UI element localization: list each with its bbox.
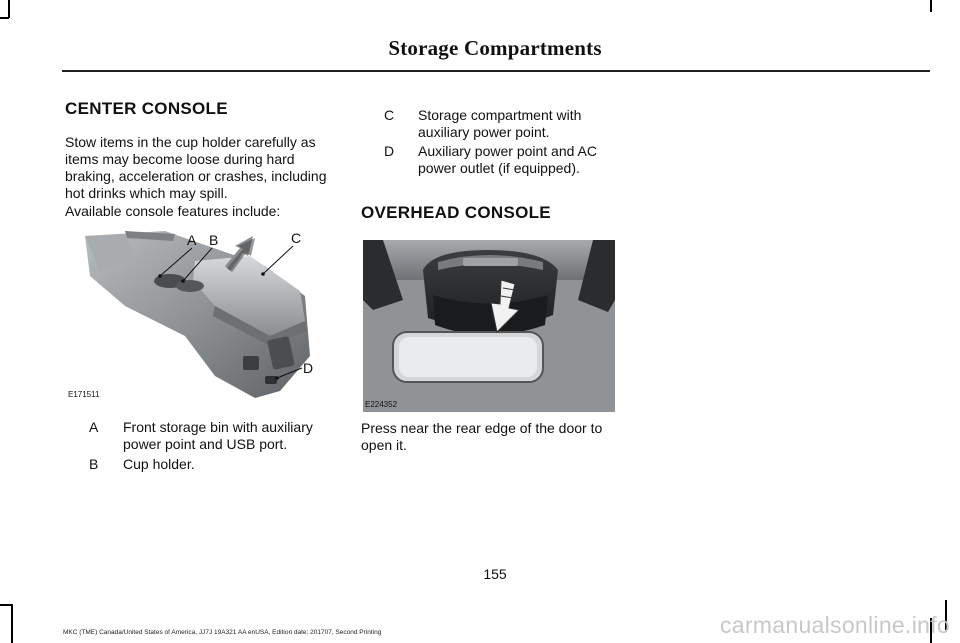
list-item: A Front storage bin with auxiliary power… bbox=[89, 419, 349, 453]
crop-mark bbox=[0, 17, 9, 19]
header-rule bbox=[62, 70, 930, 72]
overhead-console-illustration bbox=[363, 240, 615, 412]
crop-mark bbox=[945, 600, 947, 630]
page-number: 155 bbox=[483, 566, 507, 582]
item-text: Storage compartment with auxiliary power… bbox=[418, 107, 582, 140]
item-text: Front storage bin with auxiliary power p… bbox=[123, 419, 313, 452]
callout-b: B bbox=[209, 232, 218, 248]
item-key: B bbox=[89, 456, 99, 472]
crop-mark bbox=[11, 604, 13, 643]
callout-a: A bbox=[187, 232, 197, 248]
item-key: A bbox=[89, 419, 99, 435]
list-item: B Cup holder. bbox=[89, 456, 349, 473]
center-console-illustration: A B C D bbox=[65, 226, 330, 404]
overhead-console-paragraph: Press near the rear edge of the door to … bbox=[361, 420, 603, 453]
item-text: Auxiliary power point and AC power outle… bbox=[418, 143, 597, 176]
list-item: C Storage compartment with auxiliary pow… bbox=[384, 107, 644, 141]
crop-mark bbox=[930, 618, 932, 643]
watermark: carmanualsonline.info bbox=[719, 612, 950, 638]
overhead-console-heading: OVERHEAD CONSOLE bbox=[361, 203, 551, 222]
figure-code: E171511 bbox=[68, 390, 100, 399]
callout-c: C bbox=[291, 230, 301, 246]
footer-text: MKC (TME) Canada/United States of Americ… bbox=[63, 629, 382, 636]
item-key: D bbox=[384, 143, 395, 159]
item-text: Cup holder. bbox=[123, 456, 195, 472]
overhead-console-figure: E224352 bbox=[363, 240, 615, 412]
crop-mark bbox=[930, 0, 932, 12]
features-intro: Available console features include: bbox=[65, 203, 281, 219]
center-console-figure: A B C D E171511 bbox=[65, 226, 330, 404]
center-console-paragraph: Stow items in the cup holder carefully a… bbox=[65, 134, 327, 201]
center-console-heading: CENTER CONSOLE bbox=[65, 99, 228, 118]
item-key: C bbox=[384, 107, 395, 123]
figure-code: E224352 bbox=[365, 400, 398, 409]
crop-mark bbox=[0, 604, 12, 606]
callout-d: D bbox=[303, 360, 313, 376]
crop-mark bbox=[8, 0, 10, 18]
page-title: Storage Compartments bbox=[388, 36, 602, 60]
list-item: D Auxiliary power point and AC power out… bbox=[384, 143, 644, 177]
